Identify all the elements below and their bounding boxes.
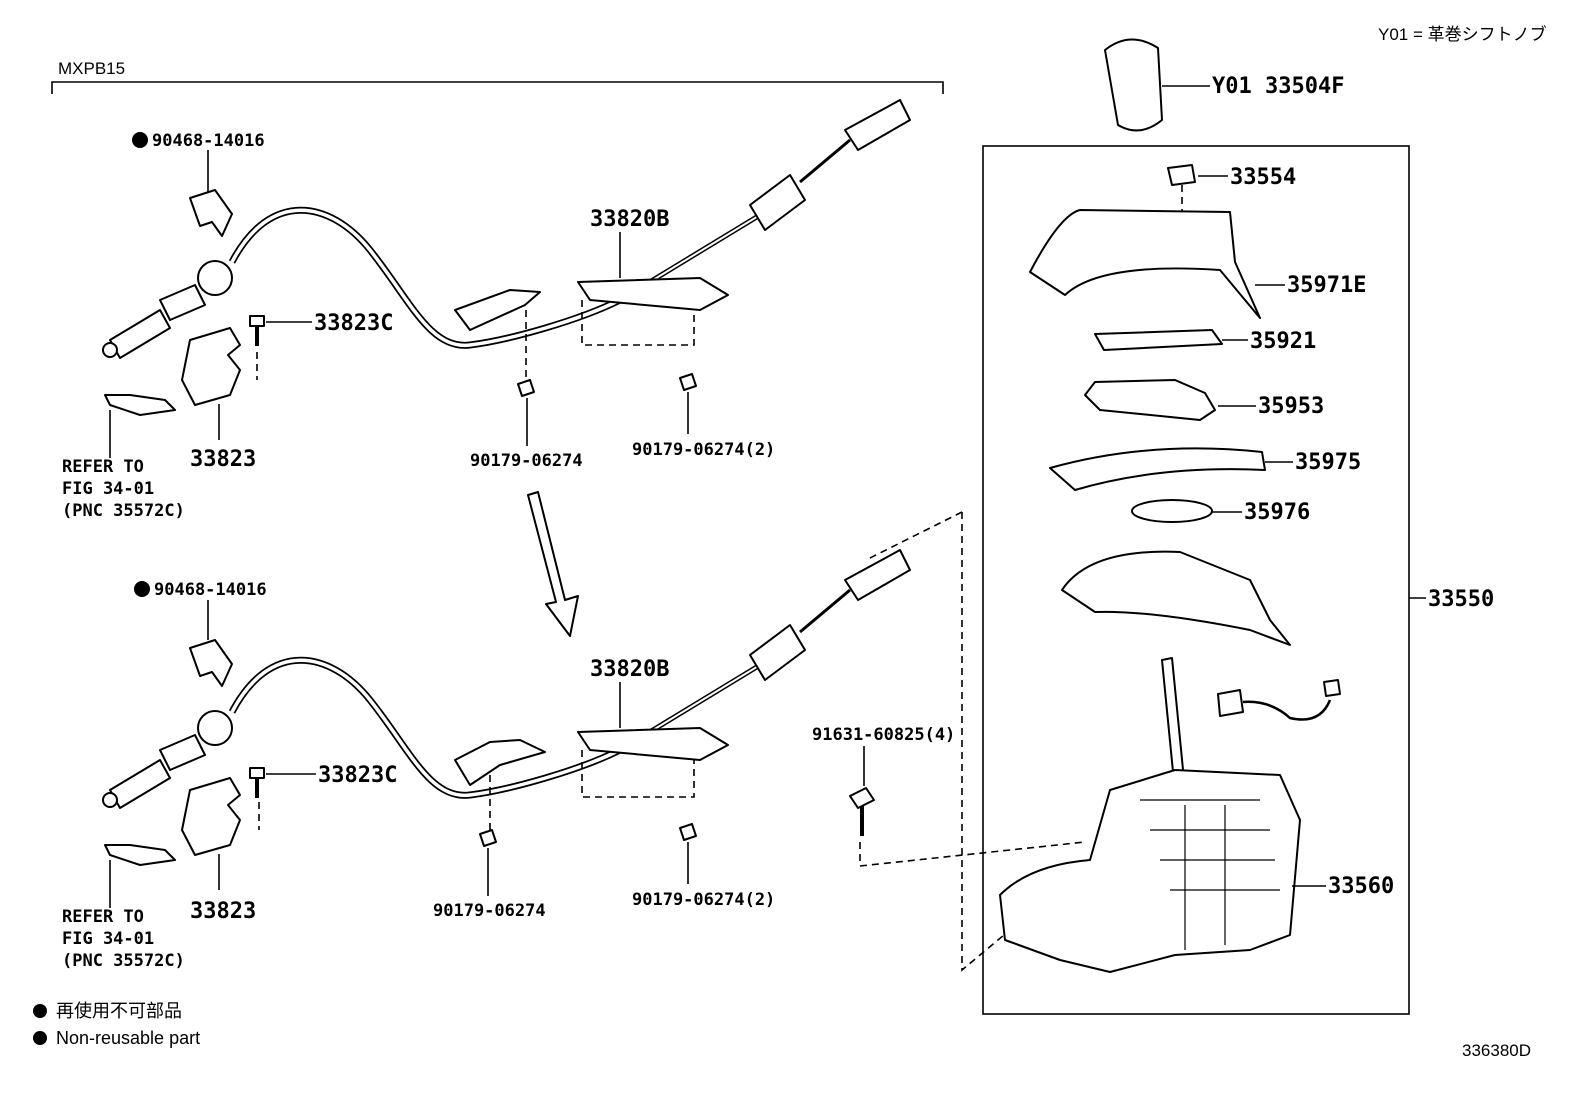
legend-en: Non-reusable part: [56, 1028, 200, 1048]
cable-bracket: [577, 277, 729, 311]
c33560-label: 33560: [1328, 874, 1394, 899]
nut-icon: [679, 373, 697, 391]
c35971e-label: 35971E: [1287, 273, 1366, 298]
bot-33820b-label: 33820B: [590, 657, 669, 682]
connector: [1217, 689, 1244, 717]
shift-lever-joint: [104, 844, 176, 866]
top-33823c-label: 33823C: [314, 311, 393, 336]
retainer-clip: [1167, 164, 1196, 186]
cable-adjuster: [749, 174, 806, 231]
cable-adjuster: [749, 624, 806, 681]
bottom-assembly: 90468-14016 33820B 90179-06274 90179-062…: [62, 549, 911, 971]
c33554-label: 33554: [1230, 165, 1296, 190]
legend-jp: 再使用不可部品: [56, 1001, 182, 1021]
c33550-label: 33550: [1428, 587, 1494, 612]
arrow-down-icon: [527, 491, 579, 637]
lever-bracket: [181, 327, 241, 406]
slide-plate: [1049, 447, 1266, 491]
top-refer-line3: (PNC 35572C): [62, 501, 185, 521]
bot-nut2-label: 90179-06274(2): [632, 890, 775, 910]
upper-housing: [1061, 550, 1291, 646]
figure-id: 336380D: [1462, 1041, 1531, 1060]
legend-bullet-icon: [33, 1031, 47, 1045]
top-refer-line2: FIG 34-01: [62, 479, 154, 499]
clip-icon: [189, 639, 233, 687]
bolt-label: 91631-60825(4): [812, 725, 955, 745]
top-nut1-label: 90179-06274: [470, 451, 583, 471]
bot-33823-label: 33823: [190, 899, 256, 924]
lever-bracket: [181, 777, 241, 856]
shift-knob: [1104, 38, 1163, 132]
non-reusable-mark-icon: [132, 132, 148, 148]
cable-end-rod: [109, 759, 171, 809]
top-nut2-label: 90179-06274(2): [632, 440, 775, 460]
nut-icon: [517, 379, 535, 397]
top-assembly: 90468-14016 33820B 90179-06274 90179-062…: [62, 99, 911, 521]
cable-end-fitting: [844, 99, 911, 151]
bot-refer-line1: REFER TO: [62, 907, 144, 927]
bolt-head-icon: [249, 767, 265, 779]
c35975-label: 35975: [1295, 450, 1361, 475]
cable-stay: [454, 739, 546, 786]
model-code: MXPB15: [58, 59, 125, 78]
top-33823-label: 33823: [190, 447, 256, 472]
indicator-housing: [1084, 379, 1216, 421]
bot-refer-line3: (PNC 35572C): [62, 951, 185, 971]
nut-icon: [679, 823, 697, 841]
cable-boot: [197, 260, 233, 296]
bolt-head-icon: [249, 315, 265, 327]
bolt-head-icon: [849, 787, 875, 809]
option-note: Y01 = 革巻シフトノブ: [1378, 24, 1547, 44]
bot-refer-line2: FIG 34-01: [62, 929, 154, 949]
top-33820b-label: 33820B: [590, 207, 669, 232]
clip-icon: [189, 189, 233, 237]
bot-clip-label: 90468-14016: [154, 580, 267, 600]
cable-end-fitting: [844, 549, 911, 601]
knob-label: Y01 33504F: [1212, 74, 1344, 99]
cable-stay: [454, 289, 541, 331]
non-reusable-mark-icon: [134, 581, 150, 597]
indicator-plate: [1094, 329, 1223, 351]
bot-33823c-label: 33823C: [318, 763, 397, 788]
cable-end-rod: [109, 309, 171, 359]
bot-nut1-label: 90179-06274: [433, 901, 546, 921]
top-refer-line1: REFER TO: [62, 457, 144, 477]
position-plate: [1131, 499, 1213, 523]
c35976-label: 35976: [1244, 500, 1310, 525]
shift-lever-joint: [104, 394, 176, 416]
c35953-label: 35953: [1258, 394, 1324, 419]
legend-bullet-icon: [33, 1004, 47, 1018]
nut-icon: [479, 829, 497, 847]
c35921-label: 35921: [1250, 329, 1316, 354]
assembly-33550-box: [982, 145, 1410, 1015]
cable-boot: [197, 710, 233, 746]
model-bracket: [51, 81, 944, 94]
shift-lever-cover: [1029, 209, 1261, 319]
top-clip-label: 90468-14016: [152, 131, 265, 151]
cable-bracket: [577, 727, 729, 761]
